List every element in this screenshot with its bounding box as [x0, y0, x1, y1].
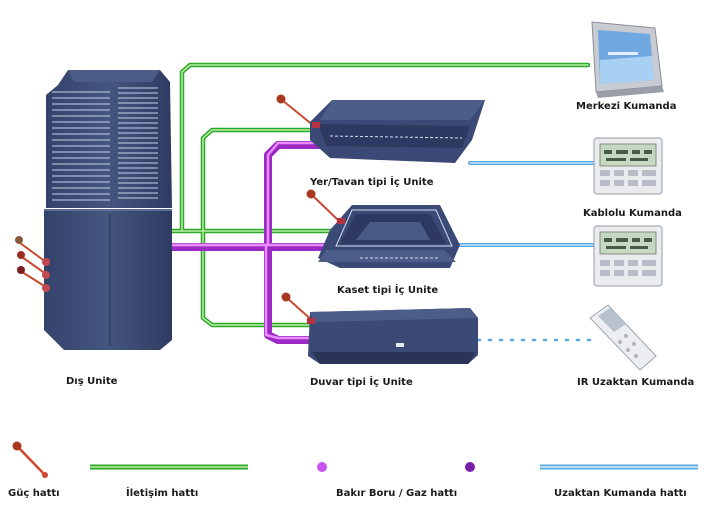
legend-power-label: Güç hattı: [8, 488, 60, 499]
communication-lines: [169, 62, 591, 328]
central-control-label: Merkezi Kumanda: [576, 101, 676, 112]
outdoor-unit[interactable]: [15, 70, 172, 350]
power-terminal-icon: [17, 266, 25, 274]
legend-communication: İletişim hattı: [90, 464, 248, 499]
legend-remote: Uzaktan Kumanda hattı: [540, 464, 698, 499]
wall-unit[interactable]: [281, 292, 479, 365]
wired-controller-bottom[interactable]: [593, 225, 663, 287]
ceiling-unit-label: Yer/Tavan tipi İç Unite: [309, 174, 434, 188]
legend-power: Güç hattı: [8, 441, 60, 499]
wired-control-label: Kablolu Kumanda: [583, 208, 682, 219]
remote-lines: [458, 161, 596, 342]
power-terminal-icon: [306, 189, 316, 199]
legend-remote-label: Uzaktan Kumanda hattı: [554, 488, 687, 499]
ceiling-floor-unit[interactable]: [276, 94, 486, 164]
refrigerant-pipes: [168, 141, 334, 344]
power-lead: [281, 99, 315, 127]
wired-controller-top[interactable]: [593, 137, 663, 195]
outdoor-unit-label: Dış Unite: [66, 376, 118, 387]
wall-unit-label: Duvar tipi İç Unite: [310, 374, 413, 388]
outdoor-grille: [52, 87, 158, 201]
ceiling-terminal: [312, 122, 320, 128]
outdoor-power-leads: [19, 242, 47, 288]
legend-refrigerant: Bakır Boru / Gaz hattı: [317, 462, 475, 499]
ir-remote-label: IR Uzaktan Kumanda: [577, 377, 694, 388]
power-terminal-icon: [17, 251, 25, 259]
legend: Güç hattı İletişim hattı Bakır Boru / Ga…: [8, 441, 698, 499]
central-controller[interactable]: [591, 21, 664, 98]
power-terminal-icon: [15, 236, 23, 244]
power-terminal-icon: [281, 292, 291, 302]
ir-remote[interactable]: [589, 304, 657, 371]
cassette-terminal: [337, 218, 345, 224]
wall-led: [396, 343, 404, 347]
cassette-unit[interactable]: [306, 189, 461, 269]
power-lead: [311, 194, 339, 221]
wall-terminal: [307, 318, 315, 324]
legend-communication-label: İletişim hattı: [126, 485, 198, 499]
legend-refrigerant-label: Bakır Boru / Gaz hattı: [336, 488, 457, 499]
power-terminal-icon: [276, 94, 286, 104]
cassette-unit-label: Kaset tipi İç Unite: [337, 282, 438, 296]
